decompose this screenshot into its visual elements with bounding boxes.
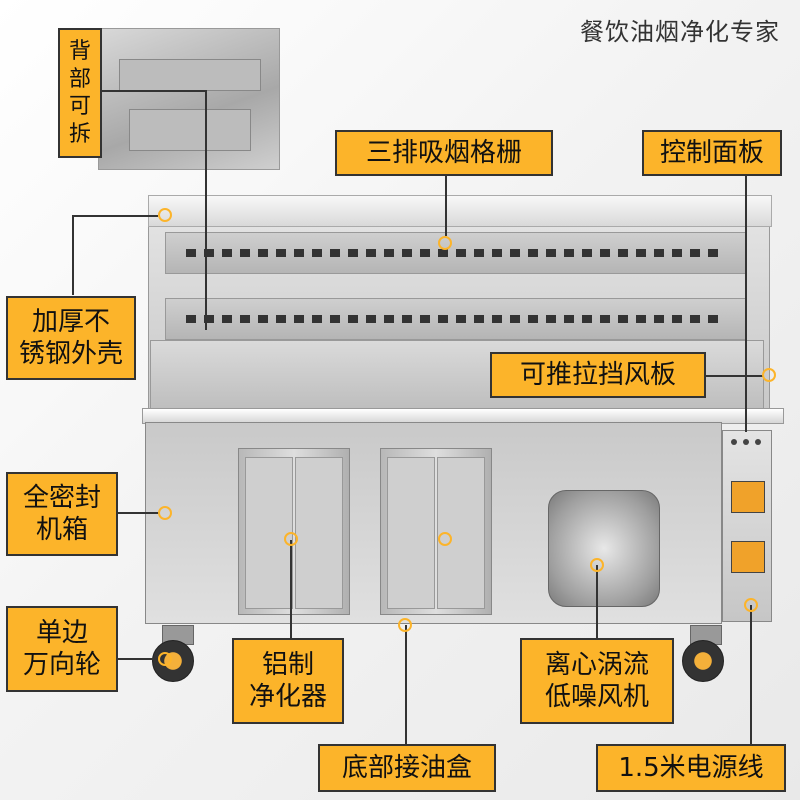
inset-shelf-upper	[119, 59, 261, 91]
connector-line	[118, 512, 160, 514]
callout-dot	[744, 598, 758, 612]
grille-slots	[186, 249, 726, 257]
indicator-led	[755, 439, 761, 445]
inset-shelf-lower	[129, 109, 251, 151]
connector-line	[705, 375, 763, 377]
label-caster: 单边 万向轮	[6, 606, 118, 692]
connector-line	[405, 625, 407, 745]
label-oil-tray: 底部接油盒	[318, 744, 496, 792]
filter-plate	[387, 457, 435, 609]
connector-line	[596, 565, 598, 641]
connector-line	[72, 215, 74, 295]
switch-icon	[731, 481, 765, 513]
purifier-filter-2	[380, 448, 492, 615]
switch-icon	[731, 541, 765, 573]
connector-line	[290, 540, 292, 638]
callout-dot	[438, 532, 452, 546]
control-panel-box	[722, 430, 772, 622]
grille-row-1	[165, 232, 747, 274]
callout-dot	[158, 208, 172, 222]
indicator-led	[731, 439, 737, 445]
filter-plate	[295, 457, 343, 609]
grille-row-2	[165, 298, 747, 340]
wheel-icon	[682, 640, 724, 682]
indicator-led	[743, 439, 749, 445]
purifier-filter-1	[238, 448, 350, 615]
label-power-cord: 1.5米电源线	[596, 744, 786, 792]
label-purifier: 铝制 净化器	[232, 638, 344, 724]
connector-line	[205, 90, 207, 330]
brand-slogan: 餐饮油烟净化专家	[580, 18, 780, 46]
connector-line	[118, 658, 158, 660]
label-baffle: 可推拉挡风板	[490, 352, 706, 398]
label-sealed-cabinet: 全密封 机箱	[6, 472, 118, 556]
centrifugal-fan	[548, 490, 660, 607]
hood-top-edge	[148, 195, 772, 227]
label-shell: 加厚不 锈钢外壳	[6, 296, 136, 380]
callout-dot	[590, 558, 604, 572]
label-control-panel: 控制面板	[642, 130, 782, 176]
callout-dot	[762, 368, 776, 382]
label-fan: 离心涡流 低噪风机	[520, 638, 674, 724]
back-panel-inset-image	[98, 28, 280, 170]
filter-plate	[245, 457, 293, 609]
callout-dot	[284, 532, 298, 546]
label-back-removable: 背 部 可 拆	[58, 28, 102, 158]
label-grille: 三排吸烟格栅	[335, 130, 553, 176]
callout-dot	[158, 506, 172, 520]
grille-slots	[186, 315, 726, 323]
callout-dot	[398, 618, 412, 632]
connector-line	[445, 172, 447, 236]
wheel-icon	[152, 640, 194, 682]
callout-dot	[158, 652, 172, 666]
callout-dot	[438, 236, 452, 250]
connector-line	[72, 215, 158, 217]
connector-line	[750, 605, 752, 747]
connector-line	[90, 90, 206, 92]
connector-line	[745, 172, 747, 432]
